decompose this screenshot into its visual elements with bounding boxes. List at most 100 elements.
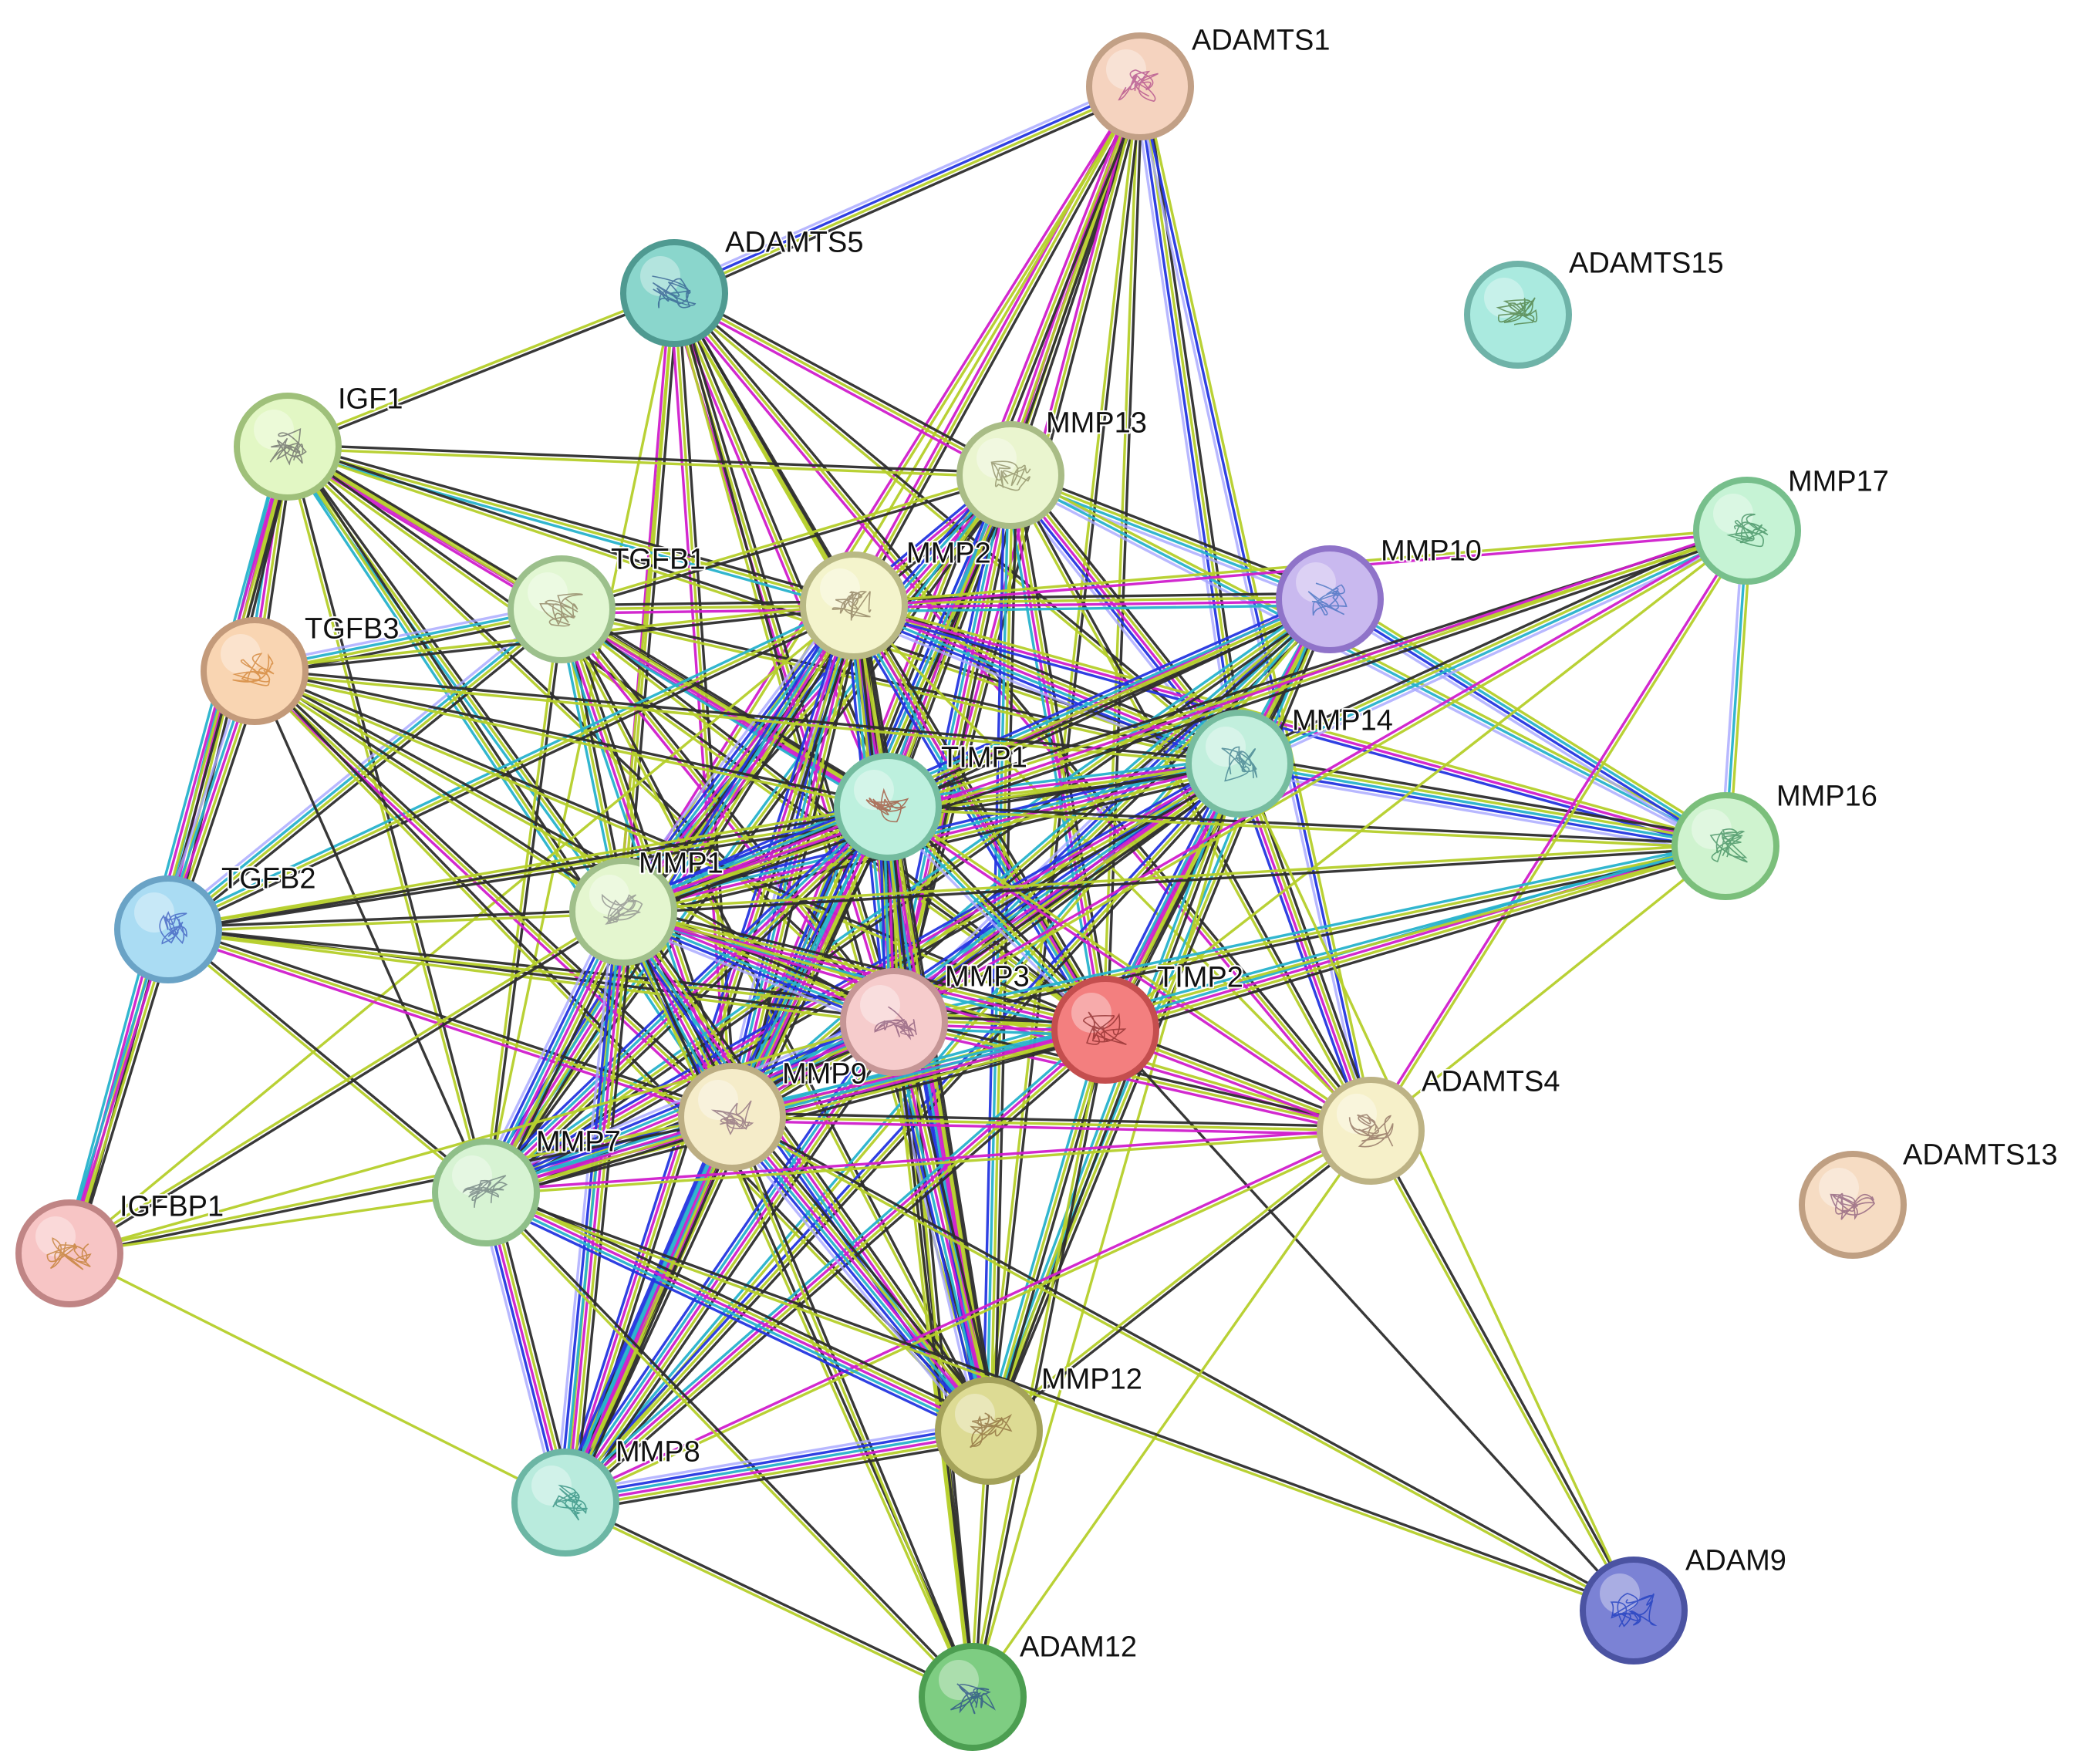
edge-mmp7-adam9[interactable]: [484, 1189, 1636, 1614]
edge-igf1-mmp2[interactable]: [285, 441, 857, 611]
node-circle[interactable]: [1580, 1557, 1688, 1665]
edge-mmp14-adam12[interactable]: [971, 762, 1241, 1698]
node-igf1[interactable]: IGF1: [234, 381, 404, 501]
edge-tgfb3-mmp7[interactable]: [253, 670, 487, 1194]
edge-tgfb2-mmp3[interactable]: [166, 926, 896, 1026]
edge-mmp16-timp2[interactable]: [1102, 838, 1729, 1037]
edge-mmp17-adamts4[interactable]: [1368, 528, 1750, 1134]
edge-timp2-mmp8[interactable]: [560, 1024, 1111, 1509]
edge-mmp3-igfbp1[interactable]: [68, 1020, 896, 1255]
edge-adamts1-adamts5[interactable]: [670, 79, 1144, 300]
node-adamts15[interactable]: ADAMTS15: [1464, 245, 1725, 369]
edge-mmp10-mmp9[interactable]: [727, 595, 1334, 1121]
edge-adamts1-timp2[interactable]: [1101, 85, 1144, 1031]
edge-mmp7-igfbp1[interactable]: [68, 1191, 487, 1255]
edge-igfbp1-mmp8[interactable]: [68, 1252, 567, 1504]
edge-adamts4-adam9[interactable]: [1367, 1128, 1638, 1613]
node-mmp14[interactable]: MMP14: [1186, 703, 1395, 818]
node-mmp1[interactable]: MMP1: [569, 845, 725, 966]
edge-mmp16-adamts4[interactable]: [1369, 845, 1727, 1132]
edge-mmp1-mmp8[interactable]: [554, 909, 635, 1506]
edge-tgfb3-timp1[interactable]: [252, 667, 890, 811]
node-mmp9[interactable]: MMP9: [678, 1056, 869, 1171]
edge-line-coexpression: [731, 1113, 1636, 1611]
edge-mmp2-mmp10[interactable]: [852, 592, 1331, 613]
edge-tgfb2-timp2[interactable]: [166, 926, 1108, 1034]
edge-mmp8-adam12[interactable]: [563, 1499, 975, 1701]
node-adamts4[interactable]: ADAMTS4: [1317, 1064, 1561, 1185]
edge-tgfb1-mmp7[interactable]: [482, 608, 565, 1195]
edge-mmp12-mmp8[interactable]: [562, 1419, 992, 1514]
edge-mmp13-tgfb1[interactable]: [559, 471, 1013, 613]
edge-mmp2-mmp16[interactable]: [851, 600, 1729, 852]
edge-igf1-mmp13[interactable]: [286, 443, 1012, 479]
node-tgfb3[interactable]: TGFB3: [201, 611, 400, 725]
edge-mmp13-mmp12[interactable]: [981, 474, 1018, 1432]
edge-line-coexpression: [168, 608, 857, 935]
edge-mmp2-adamts4[interactable]: [852, 604, 1372, 1132]
node-adamts1[interactable]: ADAMTS1: [1086, 22, 1331, 140]
node-igfbp1[interactable]: IGFBP1: [15, 1189, 225, 1307]
edge-mmp9-adamts4[interactable]: [730, 1111, 1372, 1136]
edge-mmp17-timp2[interactable]: [1104, 529, 1749, 1031]
node-highlight: [589, 875, 629, 915]
node-circle[interactable]: [1276, 545, 1384, 653]
edge-mmp16-mmp3[interactable]: [892, 841, 1728, 1027]
edge-mmp9-adam12[interactable]: [728, 1115, 977, 1699]
edge-tgfb2-igfbp1[interactable]: [62, 926, 176, 1257]
edge-mmp7-adam12[interactable]: [483, 1189, 976, 1700]
node-tgfb2[interactable]: TGFB2: [114, 861, 317, 983]
node-circle[interactable]: [15, 1199, 123, 1307]
edge-line-experiments: [559, 609, 889, 810]
edge-adamts4-mmp12[interactable]: [986, 1128, 1374, 1434]
node-mmp17[interactable]: MMP17: [1693, 464, 1891, 585]
edge-timp1-mmp16[interactable]: [886, 803, 1727, 850]
node-circle[interactable]: [1317, 1077, 1425, 1185]
edge-tgfb2-mmp1[interactable]: [167, 908, 625, 933]
edge-timp1-tgfb2[interactable]: [166, 803, 890, 933]
edge-mmp16-mmp1[interactable]: [622, 842, 1727, 916]
edge-timp2-mmp7[interactable]: [483, 1022, 1108, 1200]
node-circle[interactable]: [569, 858, 677, 966]
edge-mmp1-igfbp1[interactable]: [66, 909, 626, 1256]
node-circle[interactable]: [1671, 792, 1779, 900]
edge-mmp9-mmp8[interactable]: [556, 1112, 741, 1507]
node-mmp13[interactable]: MMP13: [956, 405, 1149, 529]
node-mmp2[interactable]: MMP2: [800, 535, 993, 659]
node-adam9[interactable]: ADAM9: [1580, 1543, 1788, 1665]
node-adamts5[interactable]: ADAMTS5: [620, 224, 865, 347]
node-mmp16[interactable]: MMP16: [1671, 778, 1879, 900]
node-circle[interactable]: [1086, 32, 1194, 140]
node-timp2[interactable]: TIMP2: [1051, 960, 1245, 1084]
edge-tgfb2-mmp7[interactable]: [165, 926, 489, 1196]
edge-mmp7-mmp12[interactable]: [481, 1183, 994, 1440]
node-adam12[interactable]: ADAM12: [919, 1629, 1138, 1751]
node-mmp7[interactable]: MMP7: [432, 1124, 622, 1246]
edge-mmp9-igfbp1[interactable]: [67, 1113, 734, 1257]
edge-mmp9-adam9[interactable]: [730, 1113, 1636, 1614]
edge-adamts5-igf1[interactable]: [285, 289, 676, 450]
edge-mmp14-adam9[interactable]: [1238, 762, 1635, 1612]
edge-igf1-timp2[interactable]: [285, 444, 1108, 1033]
node-mmp3[interactable]: MMP3: [840, 959, 1031, 1076]
edge-mmp2-tgfb2[interactable]: [165, 600, 857, 935]
node-circle[interactable]: [840, 968, 948, 1076]
node-mmp8[interactable]: MMP8: [511, 1434, 702, 1557]
edge-adamts4-mmp7[interactable]: [484, 1127, 1372, 1196]
edge-mmp17-mmp1[interactable]: [620, 525, 1750, 917]
node-mmp12[interactable]: MMP12: [935, 1361, 1144, 1485]
edge-line-coexpression: [486, 1189, 976, 1697]
edge-adamts5-mmp13[interactable]: [670, 288, 1014, 481]
edge-adamts4-adam12[interactable]: [971, 1129, 1372, 1698]
node-adamts13[interactable]: ADAMTS13: [1799, 1137, 2059, 1259]
edge-adamts4-mmp8[interactable]: [563, 1127, 1373, 1506]
node-tgfb1[interactable]: TGFB1: [508, 541, 707, 663]
protein-structure-icon: [539, 593, 583, 627]
node-circle[interactable]: [1051, 976, 1159, 1084]
edge-mmp17-mmp3[interactable]: [891, 528, 1750, 1026]
node-timp1[interactable]: TIMP1: [834, 740, 1029, 861]
edge-timp2-adam12[interactable]: [969, 1027, 1109, 1699]
edge-tgfb3-mmp14[interactable]: [253, 667, 1241, 767]
node-mmp10[interactable]: MMP10: [1276, 533, 1483, 653]
edge-igf1-mmp7[interactable]: [284, 444, 490, 1195]
